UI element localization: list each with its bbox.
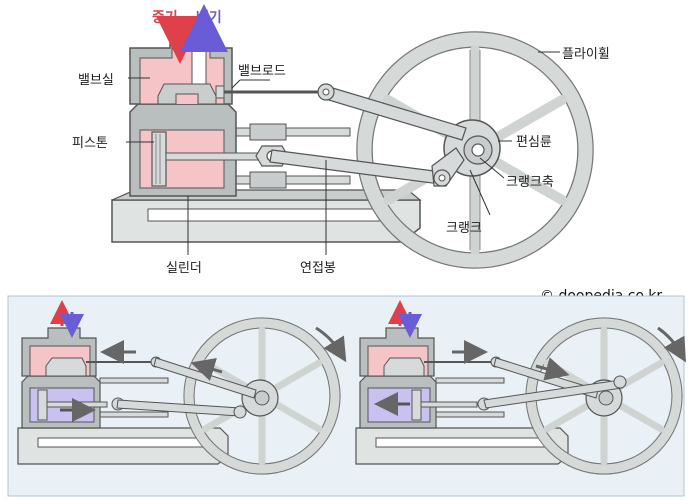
eccentric-rod bbox=[317, 83, 467, 141]
label-piston: 피스톤 bbox=[72, 136, 108, 151]
crosshead-guide bbox=[231, 123, 351, 189]
label-exhaust: 배기 bbox=[196, 10, 222, 26]
leader-lines bbox=[126, 51, 560, 255]
cycle-panel bbox=[7, 295, 686, 497]
engine-stroke-2 bbox=[355, 300, 686, 475]
label-crank: 크랭크 bbox=[446, 221, 482, 236]
label-steam: 증기 bbox=[152, 10, 178, 26]
connecting-rod bbox=[269, 147, 465, 187]
label-flywheel: 플라이휠 bbox=[562, 47, 610, 62]
label-cylinder: 실린더 bbox=[166, 261, 202, 276]
main-engine: 증기 배기 밸브실 밸브로드 플라이휠 피스톤 편심륜 크랭크축 크랭크 실린더… bbox=[72, 4, 610, 276]
label-connecting-rod: 연접봉 bbox=[300, 261, 336, 276]
label-valve-rod: 밸브로드 bbox=[238, 64, 286, 79]
label-valve-chamber: 밸브실 bbox=[78, 73, 114, 88]
valve-chamber bbox=[129, 29, 326, 105]
engine-stroke-1 bbox=[17, 300, 347, 475]
label-eccentric: 편심륜 bbox=[516, 135, 552, 150]
cylinder-block bbox=[129, 103, 237, 197]
label-crankshaft: 크랭크축 bbox=[506, 175, 554, 190]
